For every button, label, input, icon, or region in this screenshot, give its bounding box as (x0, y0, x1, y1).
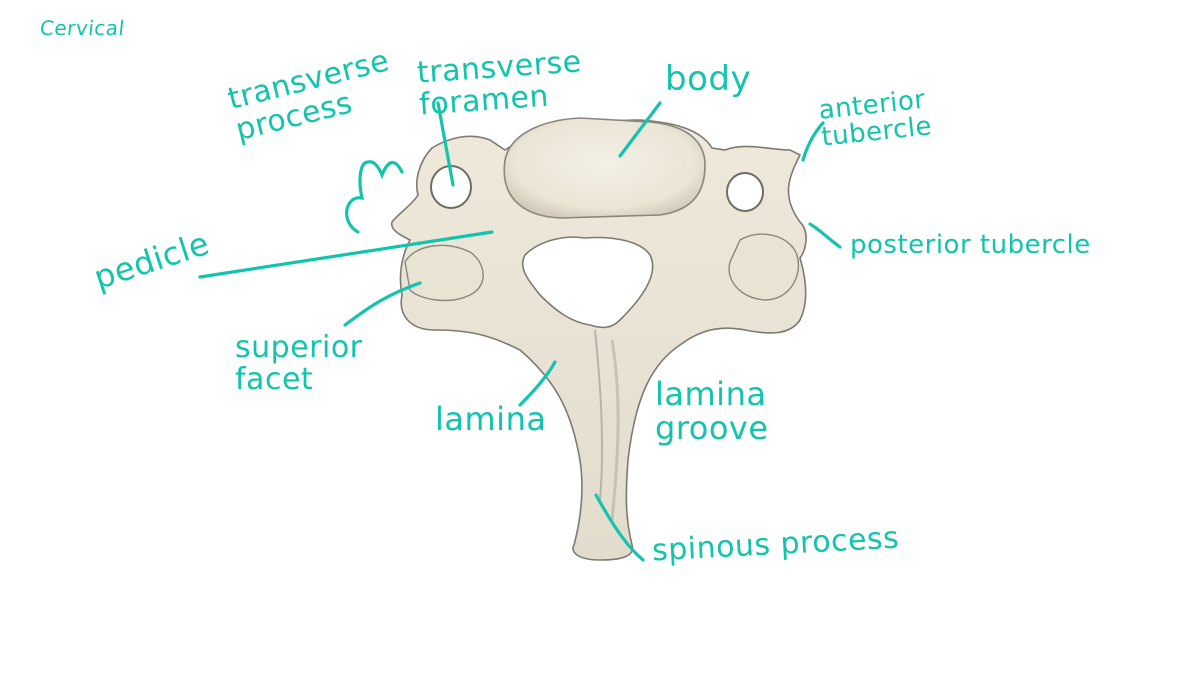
pointer-lines (198, 101, 842, 562)
label-body: body (665, 59, 752, 99)
label-superior-facet: superior facet (235, 330, 363, 397)
label-anterior-tubercle: anterior tubercle (817, 84, 934, 153)
right-transverse-foramen (726, 172, 764, 212)
right-superior-facet (728, 233, 800, 301)
left-superior-facet (404, 244, 484, 302)
vertebral-body (503, 117, 706, 219)
label-posterior-tubercle: posterior tubercle (850, 230, 1091, 260)
label-transverse-foramen: transverse foramen (415, 44, 583, 123)
diagram-title: Cervical (38, 16, 126, 40)
label-lamina: lamina (435, 400, 547, 438)
label-lamina-groove: lamina groove (655, 375, 769, 447)
